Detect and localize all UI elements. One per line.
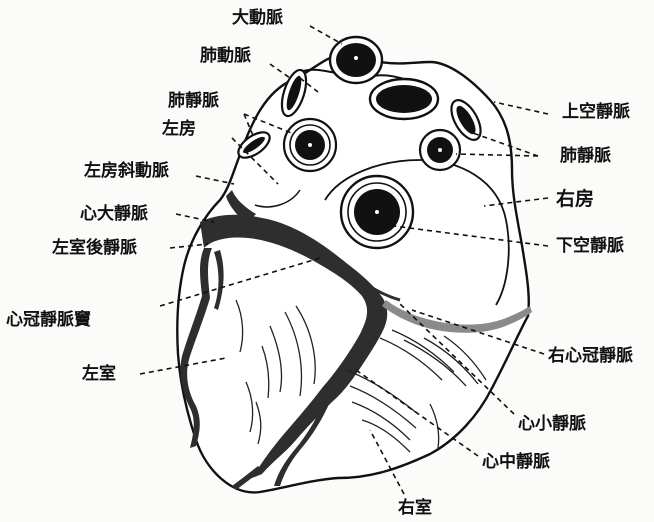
label-small-cardiac-vein: 心小靜脈 xyxy=(518,416,586,433)
label-coronary-sinus: 心冠靜脈竇 xyxy=(6,312,91,329)
label-pulmonary-artery: 肺動脈 xyxy=(200,48,251,65)
label-left-ventricle: 左室 xyxy=(82,366,116,383)
label-superior-vena-cava: 上空靜脈 xyxy=(562,104,630,121)
inferior-vena-cava-vessel xyxy=(341,176,413,248)
label-right-ventricle: 右室 xyxy=(398,500,432,517)
label-left-atrium: 左房 xyxy=(162,121,196,138)
label-right-atrium: 右房 xyxy=(556,190,594,209)
label-posterior-lv-vein: 左室後靜脈 xyxy=(52,240,137,257)
central-pulmonary-vein xyxy=(284,119,336,171)
label-aorta: 大動脈 xyxy=(232,10,283,27)
right-pulmonary-vein-vessel xyxy=(420,130,460,170)
label-oblique-artery: 左房斜動脈 xyxy=(84,163,169,180)
pulmonary-artery-vessel xyxy=(370,79,438,119)
label-great-cardiac-vein: 心大靜脈 xyxy=(80,206,148,223)
label-middle-cardiac-vein: 心中靜脈 xyxy=(482,454,550,471)
label-pulmonary-veins-left: 肺靜脈 xyxy=(168,93,219,110)
label-pulmonary-veins-right: 肺靜脈 xyxy=(560,148,611,165)
label-inferior-vena-cava: 下空靜脈 xyxy=(556,238,624,255)
label-right-coronary-vein: 右心冠靜脈 xyxy=(548,348,633,365)
aorta-vessel xyxy=(330,37,382,83)
